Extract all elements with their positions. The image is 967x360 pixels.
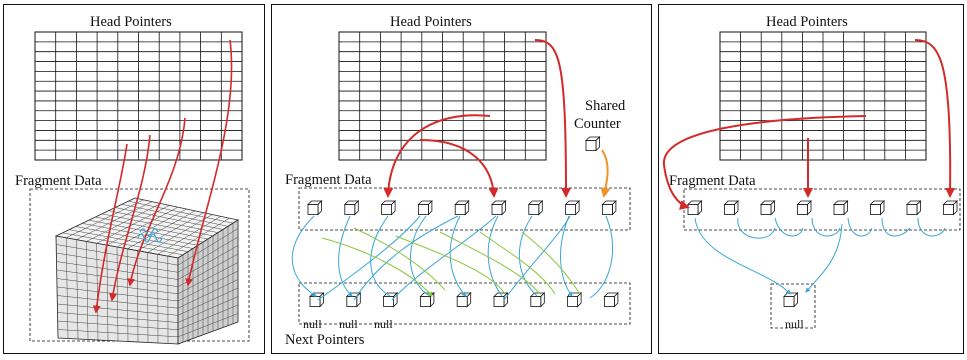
next-pointer-links: [694, 217, 946, 295]
fragment-cube-icon: [869, 200, 885, 216]
head-pointer-grid: [338, 31, 547, 161]
fragment-cube-icon: [454, 200, 470, 216]
fragment-cube-icon: [566, 292, 583, 308]
shared-counter-label-line2: Counter: [574, 116, 621, 132]
fragment-cube-icon: [783, 292, 799, 308]
null-region: [770, 283, 816, 329]
fragment-cube-icon: [564, 200, 581, 216]
fragment-data-label: Fragment Data: [285, 172, 372, 188]
head-pointer-grid: [34, 31, 243, 161]
fragment-cube-icon: [796, 200, 812, 216]
fragment-cube-icon: [687, 200, 703, 216]
null-label: null: [339, 317, 358, 331]
null-label: null: [303, 317, 322, 331]
fragment-cube-icon: [906, 200, 922, 216]
fragment-cube-icon: [491, 200, 507, 216]
head-pointer-arrows: [92, 39, 233, 314]
shared-counter-cube: [585, 136, 601, 152]
next-pointers-region: [298, 282, 631, 325]
fragment-cube-icon: [309, 292, 325, 308]
fragment-cube-icon: [585, 136, 601, 152]
null-label: null: [785, 317, 804, 331]
fragment-cube-icon: [527, 200, 544, 216]
fragment-cube-icon: [307, 200, 323, 216]
fragment-data-label: Fragment Data: [15, 173, 102, 189]
fragment-cube-icon: [343, 200, 360, 216]
fragment-cube-icon: [529, 292, 546, 308]
fragment-cube-icon: [760, 200, 776, 216]
fragment-data-cube: [54, 197, 240, 345]
fragment-cube-icon: [942, 200, 958, 216]
fragment-link-loops: [137, 228, 163, 243]
fragment-cube-icon: [345, 292, 362, 308]
shared-counter-label-line1: Shared: [585, 98, 626, 114]
fragment-cube-icon: [833, 200, 849, 216]
head-pointers-label: Head Pointers: [390, 14, 472, 30]
head-pointers-label: Head Pointers: [766, 14, 848, 30]
fragment-cube-icon: [380, 200, 397, 216]
next-pointers-label: Next Pointers: [285, 332, 365, 348]
fragment-data-region: [298, 187, 631, 231]
next-pointer-links: [291, 215, 613, 301]
fragment-cube-icon: [723, 200, 739, 216]
head-pointers-label: Head Pointers: [90, 14, 172, 30]
counter-arrow: [600, 149, 611, 198]
fragment-cube-icon: [601, 200, 617, 216]
fragment-cube-icon: [417, 200, 433, 216]
fragment-cube-icon: [419, 292, 435, 308]
fragment-cube-icon: [456, 292, 472, 308]
head-pointer-arrows: [383, 39, 571, 198]
fragment-cube-icon: [603, 292, 619, 308]
fragment-data-region: [683, 188, 961, 231]
fragment-cube-icon: [382, 292, 399, 308]
fragment-cubes: [687, 200, 958, 216]
head-pointer-grid: [719, 31, 927, 161]
fragment-data-label: Fragment Data: [669, 173, 756, 189]
fragment-cubes: [307, 200, 617, 216]
head-pointer-arrows: [662, 39, 956, 210]
null-label: null: [374, 317, 393, 331]
null-cube: [783, 292, 799, 308]
